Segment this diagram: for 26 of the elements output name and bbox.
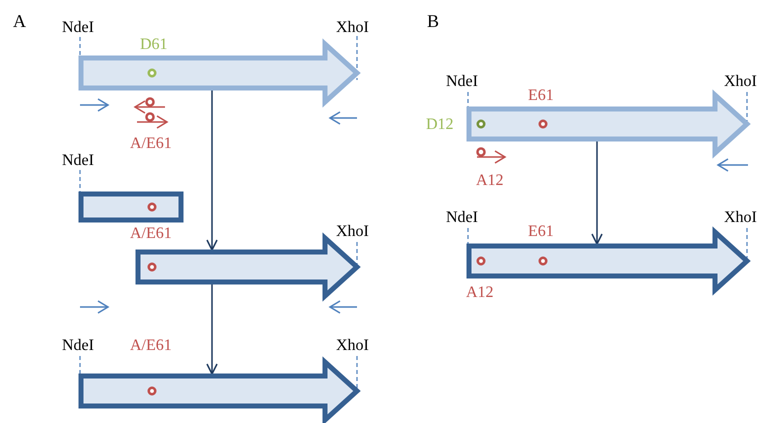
mutation-label: E61 <box>528 224 554 240</box>
restriction-site-label: XhoI <box>336 224 369 240</box>
primer-label: A/E61 <box>130 136 172 152</box>
restriction-site-label: NdeI <box>446 210 478 226</box>
mutation-label: A/E61 <box>130 338 172 354</box>
dna-fragment-arrow <box>78 359 360 423</box>
restriction-site-label: NdeI <box>446 74 478 90</box>
restriction-site-label: XhoI <box>336 338 369 354</box>
flow-arrow <box>206 284 218 375</box>
mutation-label: A12 <box>466 285 494 301</box>
mutation-label: D12 <box>426 117 454 133</box>
mutation-label: A/E61 <box>130 226 172 242</box>
restriction-site-label: XhoI <box>724 74 757 90</box>
mutation-label: E61 <box>528 88 554 104</box>
restriction-site-label: NdeI <box>62 20 94 36</box>
panel-letter: A <box>13 12 26 30</box>
primer-label: A12 <box>476 173 504 189</box>
restriction-site-label: NdeI <box>62 153 94 169</box>
restriction-site-label: XhoI <box>336 20 369 36</box>
flow-arrow <box>591 141 603 245</box>
mutation-label: D61 <box>140 37 168 53</box>
panel-letter: B <box>427 12 440 30</box>
restriction-site-label: XhoI <box>724 210 757 226</box>
dna-fragment-bar <box>78 191 184 223</box>
flow-arrow <box>206 90 218 251</box>
restriction-site-label: NdeI <box>62 338 94 354</box>
